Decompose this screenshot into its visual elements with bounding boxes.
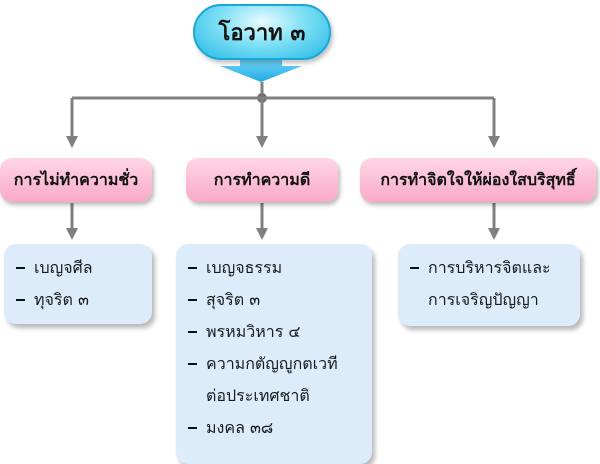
list-item-continuation: ต่อประเทศชาติ <box>206 385 310 405</box>
category-2-box: การทำความดี <box>186 158 338 202</box>
category-3-label: การทำจิตใจให้ผ่องใสบริสุทธิ์ <box>380 169 576 189</box>
category-1-box: การไม่ทำความชั่ว <box>0 158 152 202</box>
list-item-continuation: การเจริญปัญญา <box>428 289 539 309</box>
detail-box-1: เบญจศีล ทุจริต ๓ <box>4 244 152 324</box>
detail-box-2: เบญจธรรม สุจริต ๓ พรหมวิหาร ๔ ความกตัญญู… <box>176 244 372 464</box>
list-item: การบริหารจิตและ <box>398 252 580 284</box>
list-item: ทุจริต ๓ <box>4 284 152 316</box>
title-text: โอวาท ๓ <box>218 20 306 46</box>
list-item: เบญจธรรม <box>176 252 372 284</box>
category-1-label: การไม่ทำความชั่ว <box>13 169 139 189</box>
list-item: ความกตัญญูกตเวที <box>176 348 372 380</box>
category-2-label: การทำความดี <box>213 169 311 189</box>
category-3-box: การทำจิตใจให้ผ่องใสบริสุทธิ์ <box>360 158 596 202</box>
list-item: พรหมวิหาร ๔ <box>176 316 372 348</box>
list-item: เบญจศีล <box>4 252 152 284</box>
title-down-arrow <box>220 56 302 82</box>
list-item: มงคล ๓๘ <box>176 412 372 444</box>
detail-box-3: การบริหารจิตและ การเจริญปัญญา <box>398 244 580 326</box>
list-item: สุจริต ๓ <box>176 284 372 316</box>
title-oval: โอวาท ๓ <box>193 4 331 60</box>
